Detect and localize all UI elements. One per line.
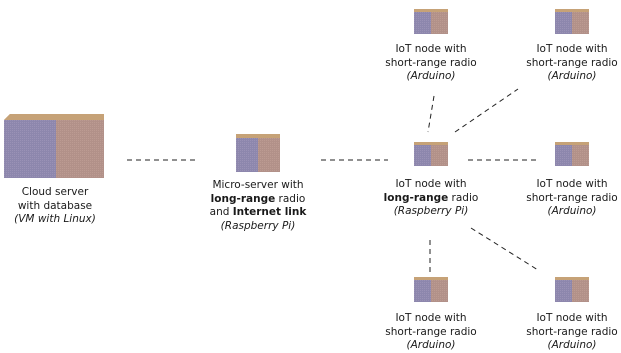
pi-node-label-line3: (Raspberry Pi) — [393, 205, 469, 217]
pi-node-label: IoT node with long-range radio (Raspberr… — [384, 178, 479, 219]
micro-server-label: Micro-server with long-range radio and I… — [210, 179, 307, 233]
arduino-top-right-label-line1: IoT node with — [536, 43, 608, 55]
arduino-bottom-left-label-line2: short-range radio — [385, 325, 477, 338]
arduino-top-left-label: IoT node with short-range radio (Arduino… — [385, 43, 476, 84]
arduino-bottom-right-label-line3: (Arduino) — [547, 339, 597, 351]
micro-server-label-line2-bold: long-range — [210, 192, 276, 205]
pi-node-cube — [414, 142, 448, 166]
cloud-server-cube — [4, 114, 104, 178]
arduino-right-label-line1: IoT node with — [536, 178, 608, 190]
cloud-server-label: Cloud server with database (VM with Linu… — [14, 186, 96, 227]
arduino-bottom-left-label-line3: (Arduino) — [406, 339, 456, 351]
link-pi-arduino-bottom-right — [470, 227, 539, 271]
arduino-bottom-right-label: IoT node with short-range radio (Arduino… — [526, 312, 617, 353]
pi-node-label-line2-bold: long-range — [383, 191, 449, 204]
arduino-top-left-label-line1: IoT node with — [395, 43, 467, 55]
cloud-server-label-line1: Cloud server — [21, 186, 89, 198]
pi-node-label-line2-rest: radio — [448, 191, 479, 204]
micro-server-label-line3-bold: Internet link — [232, 206, 307, 218]
arduino-bottom-right-label-line1: IoT node with — [536, 312, 608, 324]
arduino-top-left-cube — [414, 9, 448, 34]
arduino-right-cube — [555, 142, 589, 166]
link-pi-arduino-top-right — [454, 88, 519, 133]
arduino-bottom-right-label-line2: short-range radio — [526, 325, 618, 338]
arduino-bottom-right-cube — [555, 277, 589, 302]
micro-server-label-line3-pre: and — [209, 206, 233, 218]
arduino-top-right-label-line2: short-range radio — [526, 56, 618, 69]
micro-server-label-line4: (Raspberry Pi) — [220, 219, 296, 232]
cloud-server-label-line3: (VM with Linux) — [14, 213, 96, 225]
micro-server-label-line3: and Internet link — [210, 206, 307, 220]
arduino-right-label-line3: (Arduino) — [547, 205, 597, 217]
micro-server-label-line2-rest: radio — [275, 192, 306, 205]
arduino-bottom-left-cube — [414, 277, 448, 302]
micro-server-label-line1: Micro-server with — [212, 179, 304, 191]
arduino-right-label: IoT node with short-range radio (Arduino… — [526, 178, 617, 219]
micro-server-label-line2: long-range radio — [210, 193, 307, 207]
micro-server-cube — [236, 134, 280, 172]
pi-node-label-line1: IoT node with — [395, 178, 467, 190]
arduino-bottom-left-label: IoT node with short-range radio (Arduino… — [385, 312, 476, 353]
arduino-top-left-label-line3: (Arduino) — [406, 70, 456, 82]
arduino-bottom-left-label-line1: IoT node with — [395, 312, 467, 324]
arduino-top-right-label: IoT node with short-range radio (Arduino… — [526, 43, 617, 84]
arduino-right-label-line2: short-range radio — [526, 191, 618, 204]
link-pi-arduino-top-left — [427, 95, 435, 133]
arduino-top-left-label-line2: short-range radio — [385, 56, 477, 69]
arduino-top-right-cube — [555, 9, 589, 34]
cloud-server-label-line2: with database — [17, 199, 93, 212]
pi-node-label-line2: long-range radio — [384, 192, 479, 206]
arduino-top-right-label-line3: (Arduino) — [547, 70, 597, 82]
